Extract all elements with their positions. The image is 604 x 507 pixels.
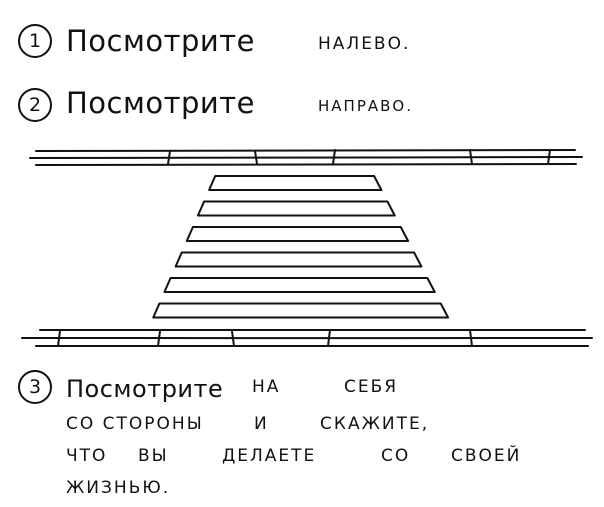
step-3-line-3-part-1: ЧТО [66,446,108,466]
crosswalk-stripe [196,200,396,217]
step-3-line-4: ЖИЗНЬЮ. [66,478,171,498]
step-1-target: НАЛЕВО. [318,34,411,54]
step-2-target: НАПРАВО. [318,97,413,115]
crosswalk-stripe [163,277,436,294]
near-curb-line-2 [21,336,593,340]
step-3-line-2-part-2: И [254,414,269,434]
near-curb-joint [57,329,473,347]
step-number-2: 2 [18,88,52,122]
crosswalk-stripes [152,175,450,319]
step-number-1: 1 [18,24,52,58]
far-curb-line-3 [35,163,577,166]
step-number-3: 3 [18,370,52,404]
crosswalk-stripe [174,251,423,268]
crosswalk-stripe [208,175,383,192]
step-3-line-3-part-5: СВОЕЙ [451,446,522,466]
step-3-line-1-part-2: НА [252,377,281,397]
far-curb-line-2 [29,156,583,159]
step-3-line-3-part-2: ВЫ [138,446,169,466]
far-curb-joint [167,149,551,165]
step-3-line-1-part-1: Посмотрите [66,375,224,403]
step-3-line-3-part-3: ДЕЛАЕТЕ [222,446,317,466]
crosswalk-stripe [152,302,450,319]
step-3-line-1-part-3: СЕБЯ [344,377,399,397]
crosswalk-stripe [185,226,410,243]
step-3-line-3-part-4: СО [381,446,411,466]
step-1-text: Посмотрите [66,24,255,58]
step-2-text: Посмотрите [66,86,255,120]
step-3-line-2-part-1: СО СТОРОНЫ [66,414,204,434]
far-curb-line-1 [35,149,576,152]
step-3-line-2-part-3: СКАЖИТЕ, [320,414,430,434]
